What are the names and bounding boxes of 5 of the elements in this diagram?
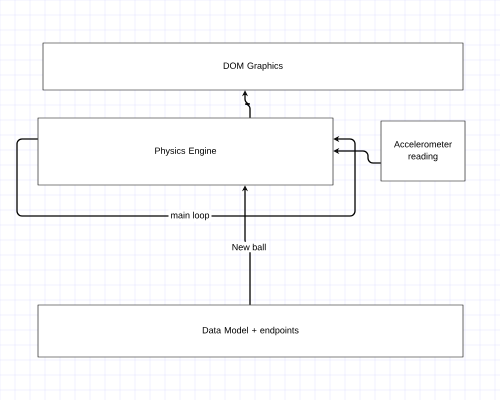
process-box: Accelerometer reading	[380, 120, 466, 182]
process-box: Data Model + endpoints	[38, 304, 464, 358]
process-box: Physics Engine	[38, 118, 334, 186]
process-box: DOM Graphics	[42, 42, 464, 90]
edge-label: New ball	[230, 242, 268, 252]
